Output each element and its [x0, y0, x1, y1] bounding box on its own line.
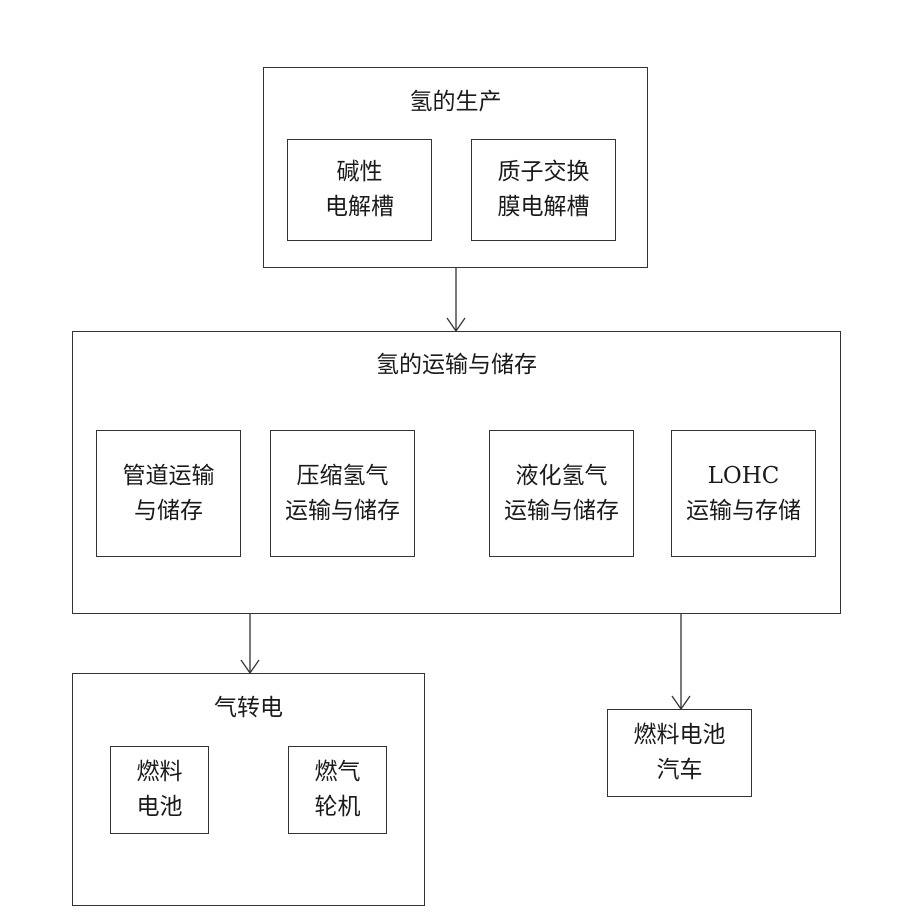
item-line: 液化氢气: [515, 462, 608, 489]
item-line: 压缩氢气: [296, 462, 389, 489]
item-line: 燃料: [136, 759, 183, 785]
item-line: 膜电解槽: [497, 194, 590, 220]
item-line: 碱性: [336, 159, 383, 185]
item-line: 运输与储存: [285, 497, 400, 524]
item-line: 燃料电池: [633, 722, 726, 748]
item-line: LOHC: [707, 462, 780, 489]
item-line: 电解槽: [325, 194, 394, 220]
liquefied-hydrogen-box: 液化氢气 运输与储存: [489, 430, 634, 557]
production-title: 氢的生产: [409, 89, 502, 115]
fuel-cell-vehicle-box: 燃料电池 汽车: [607, 709, 752, 797]
pipeline-box: 管道运输 与储存: [96, 430, 241, 557]
item-line: 运输与存储: [686, 497, 801, 524]
transport-title: 氢的运输与储存: [376, 352, 537, 378]
power-title: 气转电: [214, 695, 283, 721]
item-line: 质子交换: [497, 159, 590, 185]
item-line: 管道运输: [122, 462, 215, 489]
alkaline-electrolyzer-box: 碱性 电解槽: [287, 139, 432, 241]
fuel-cell-box: 燃料 电池: [110, 746, 209, 834]
item-line: 燃气: [314, 759, 361, 785]
item-line: 电池: [136, 794, 183, 820]
item-line: 轮机: [314, 794, 361, 820]
gas-turbine-box: 燃气 轮机: [288, 746, 387, 834]
item-line: 与储存: [134, 497, 203, 524]
item-line: 运输与储存: [504, 497, 619, 524]
compressed-hydrogen-box: 压缩氢气 运输与储存: [270, 430, 415, 557]
item-line: 汽车: [656, 757, 703, 783]
lohc-box: LOHC 运输与存储: [671, 430, 816, 557]
pem-electrolyzer-box: 质子交换 膜电解槽: [471, 139, 616, 241]
